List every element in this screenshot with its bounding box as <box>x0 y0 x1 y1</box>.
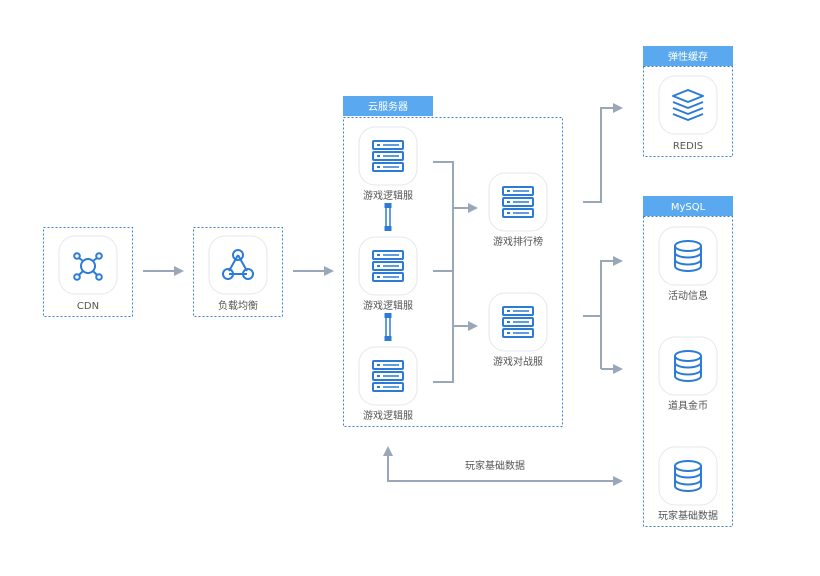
link-icon <box>383 312 393 342</box>
group-elastic-cache: 弹性缓存 REDIS <box>643 46 733 157</box>
link-icon <box>383 202 393 232</box>
group-mysql: MySQL 活动信息 道具金币 玩家基础数据 <box>643 196 733 527</box>
node-label-items-coins: 道具金币 <box>668 399 708 412</box>
node-label-logic-server-1: 游戏逻辑服 <box>363 189 413 202</box>
server-icon <box>372 360 404 392</box>
node-logic-server-2[interactable]: 游戏逻辑服 <box>358 236 418 312</box>
node-label-battle-server: 游戏对战服 <box>493 355 543 368</box>
server-icon <box>372 140 404 172</box>
node-label-leaderboard: 游戏排行榜 <box>493 235 543 248</box>
node-label-logic-server-3: 游戏逻辑服 <box>363 409 413 422</box>
edge-player-data <box>383 446 623 486</box>
node-load-balancer[interactable]: 负载均衡 <box>193 227 283 317</box>
load-balancer-icon <box>222 249 254 280</box>
group-title-elastic-cache: 弹性缓存 <box>668 50 708 63</box>
node-label-activity-info: 活动信息 <box>668 289 708 302</box>
group-title-mysql: MySQL <box>671 202 706 213</box>
group-header-mysql <box>643 196 733 216</box>
node-cdn[interactable]: CDN <box>43 227 133 317</box>
edge-to-mysql <box>583 256 623 374</box>
node-items-coins[interactable]: 道具金币 <box>658 336 718 412</box>
node-redis[interactable]: REDIS <box>658 75 718 152</box>
group-cloud-server: 云服务器 游戏逻辑服 游戏逻辑服 游戏逻辑服 游戏排行榜 游戏对战服 <box>343 96 563 427</box>
edge-logic-to-services <box>433 161 478 383</box>
node-label-logic-server-2: 游戏逻辑服 <box>363 299 413 312</box>
node-label-player-data: 玩家基础数据 <box>658 509 718 522</box>
node-leaderboard[interactable]: 游戏排行榜 <box>488 172 548 248</box>
node-logic-server-3[interactable]: 游戏逻辑服 <box>358 346 418 422</box>
node-player-data[interactable]: 玩家基础数据 <box>658 446 718 522</box>
node-label-redis: REDIS <box>673 141 703 152</box>
server-icon <box>372 250 404 282</box>
server-icon <box>502 306 534 338</box>
node-activity-info[interactable]: 活动信息 <box>658 226 718 302</box>
edge-label-player-data: 玩家基础数据 <box>465 459 525 472</box>
server-icon <box>502 186 534 218</box>
node-battle-server[interactable]: 游戏对战服 <box>488 292 548 368</box>
group-title-cloud-server: 云服务器 <box>368 100 408 113</box>
edge-to-redis <box>583 103 623 203</box>
group-header-elastic-cache <box>643 46 733 66</box>
node-logic-server-1[interactable]: 游戏逻辑服 <box>358 126 418 202</box>
network-hub-icon <box>73 252 103 281</box>
connectors: 玩家基础数据 <box>143 103 623 486</box>
node-label-cdn: CDN <box>77 301 99 312</box>
node-label-load-balancer: 负载均衡 <box>218 299 258 312</box>
group-header-cloud-server <box>343 96 433 116</box>
